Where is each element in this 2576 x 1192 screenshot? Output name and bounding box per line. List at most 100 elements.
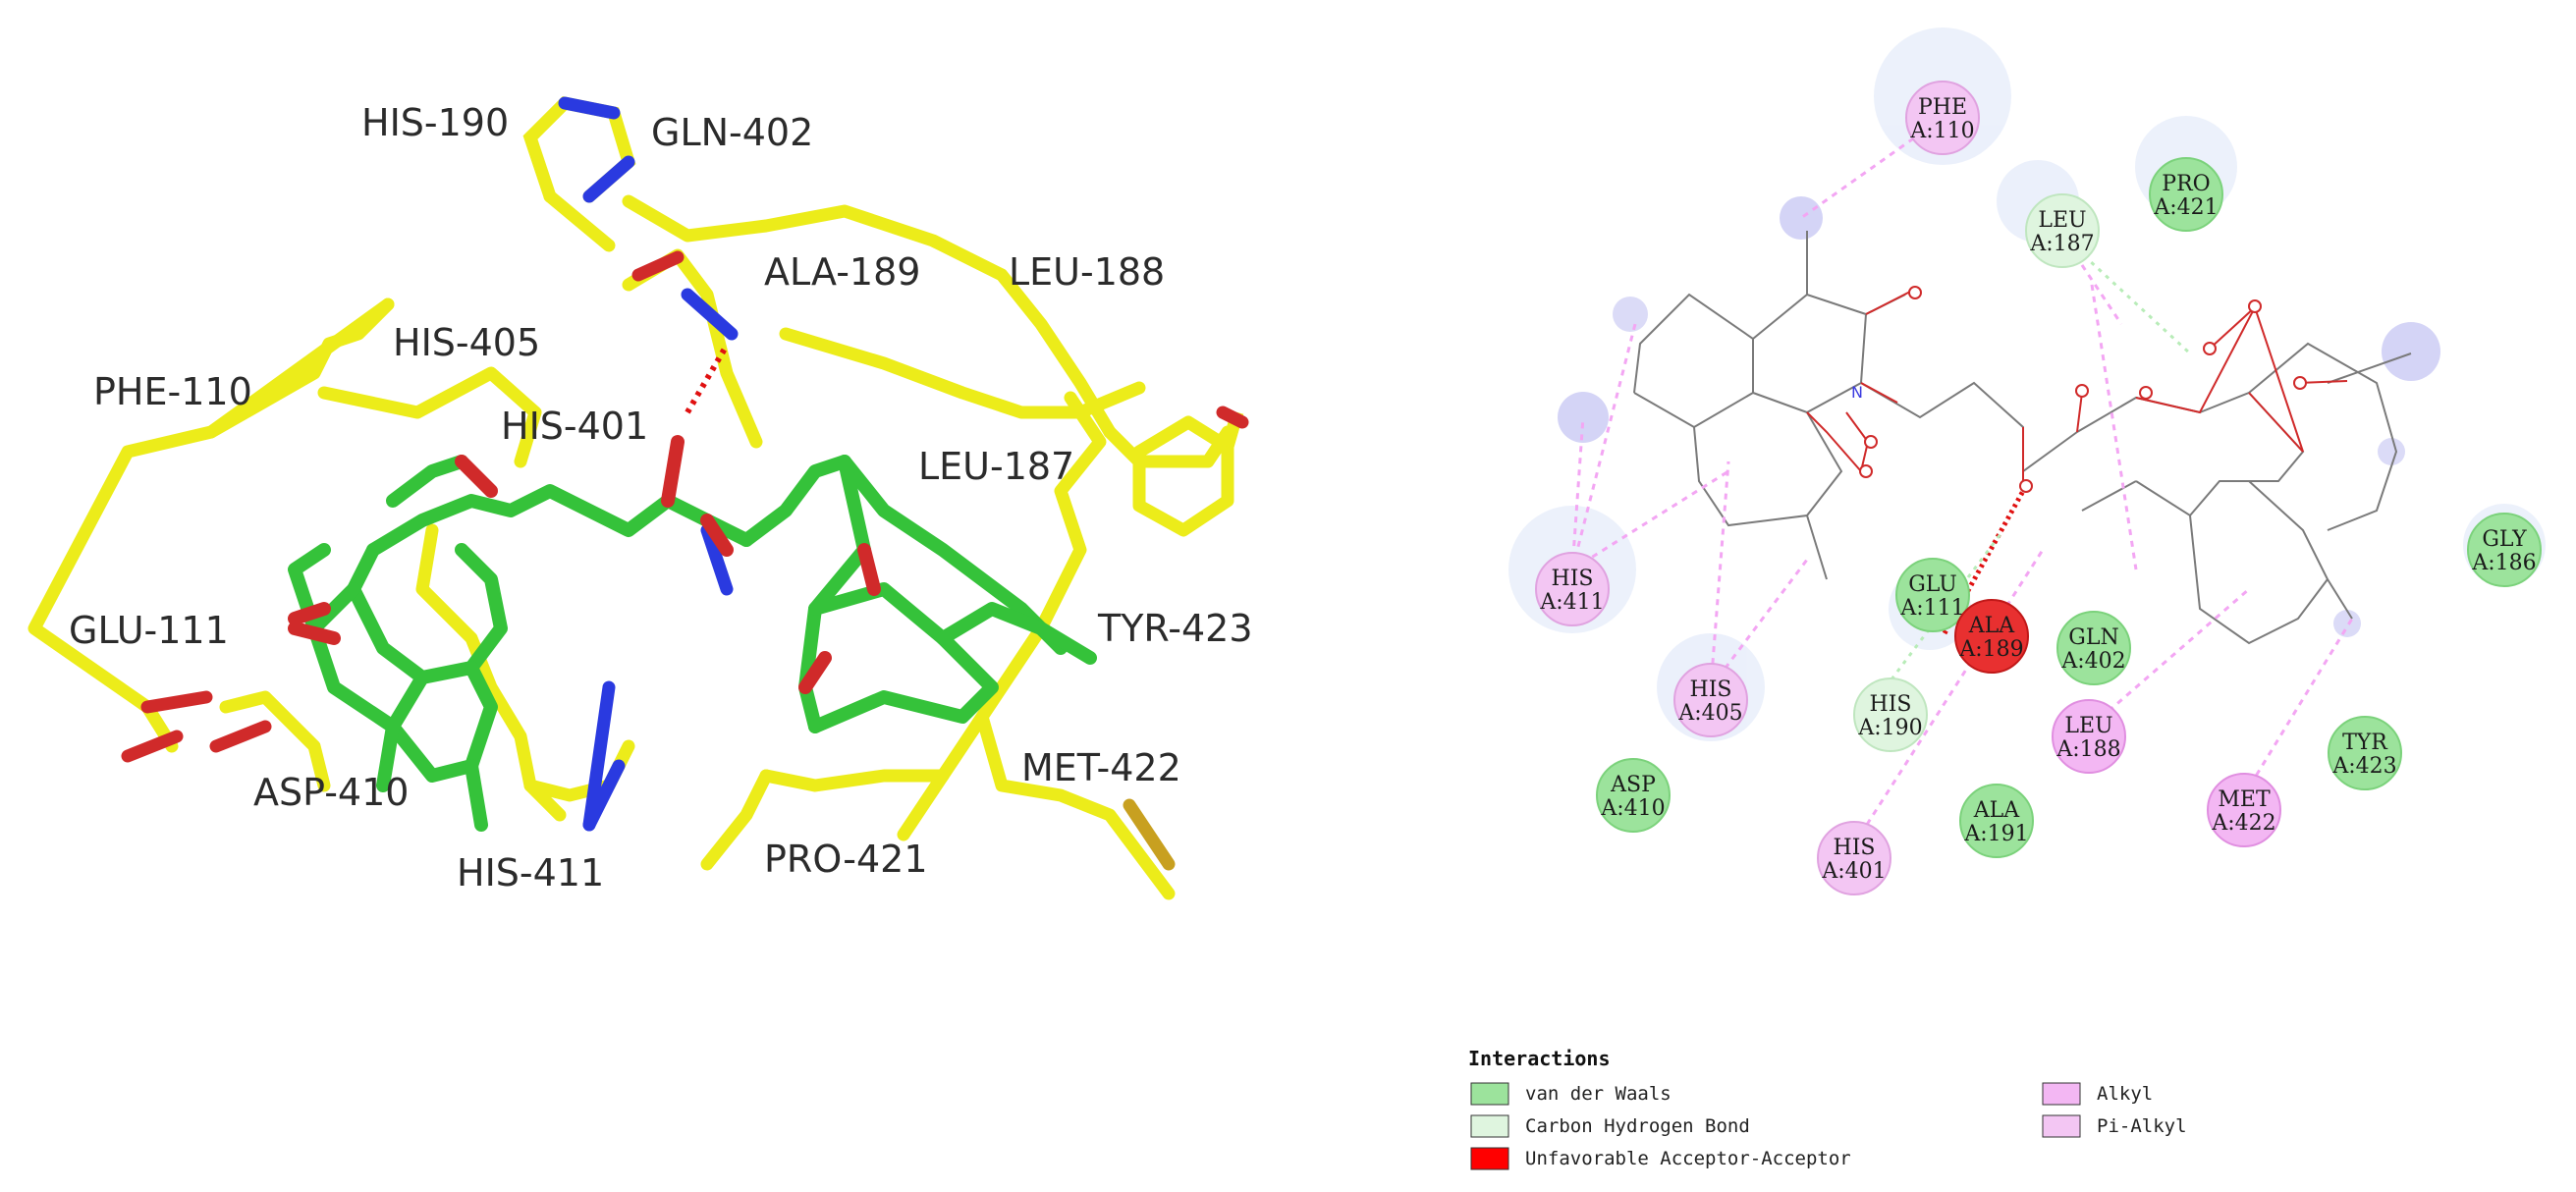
- legend-swatch-vdw: [1470, 1082, 1509, 1106]
- ligand-sticks: [288, 455, 1097, 832]
- residue-name: GLU: [1908, 572, 1957, 597]
- residue-id: A:405: [1677, 701, 1742, 726]
- label-phe-110: PHE-110: [93, 370, 252, 413]
- label-glu-111: GLU-111: [69, 609, 229, 652]
- label-his-411: HIS-411: [457, 851, 604, 894]
- residue-name: PRO: [2162, 172, 2210, 196]
- legend-label-alkyl: Alkyl: [2097, 1083, 2153, 1105]
- label-tyr-423: TYR-423: [1097, 607, 1253, 650]
- residue-id: A:401: [1821, 859, 1886, 884]
- label-his-190: HIS-190: [361, 101, 509, 144]
- legend-label-pi-alkyl: Pi-Alkyl: [2097, 1115, 2187, 1137]
- residue-discs: PHEA:110PROA:421LEUA:187GLYA:186HISA:411…: [1535, 81, 2542, 895]
- residue-id: A:191: [1963, 822, 2028, 846]
- residue-name: HIS: [1870, 692, 1912, 717]
- residue-disc: [1853, 677, 1928, 752]
- residue-name: MET: [2218, 787, 2271, 812]
- legend-title: Interactions: [1468, 1047, 1611, 1070]
- protein-sticks: [27, 194, 1234, 900]
- residue-disc: [1673, 663, 1748, 737]
- legend-label-unfavorable: Unfavorable Acceptor-Acceptor: [1525, 1148, 1851, 1169]
- residue-disc: [1895, 558, 1970, 632]
- label-leu-188: LEU-188: [1009, 250, 1165, 294]
- residue-disc: [1817, 821, 1891, 895]
- residue-disc: [2207, 773, 2281, 847]
- his190-ring: [522, 95, 636, 252]
- legend-swatch-unfavorable: [1470, 1147, 1509, 1170]
- legend: Interactions van der Waals Carbon Hydrog…: [1468, 1047, 2187, 1170]
- legend-swatch-ch-bond: [1470, 1114, 1509, 1138]
- residue-id: A:190: [1857, 716, 1922, 740]
- residue-id: A:421: [2153, 195, 2218, 220]
- residue-name: LEU: [2064, 714, 2112, 738]
- residue-disc: [1596, 758, 1671, 833]
- residue-disc: [1959, 784, 2034, 858]
- label-his-405: HIS-405: [393, 321, 540, 364]
- residue-id: A:423: [2331, 754, 2396, 779]
- residue-id: A:110: [1909, 119, 1974, 143]
- structure-3d-panel: HIS-190 GLN-402 ALA-189 LEU-188 HIS-405 …: [27, 95, 1253, 900]
- residue-id: A:189: [1958, 637, 2023, 662]
- residue-id: A:111: [1899, 596, 1964, 621]
- ligand-oxygens: [288, 435, 881, 694]
- blue-blobs: [1558, 196, 2440, 637]
- residue-disc: [1954, 599, 2029, 674]
- residue-id: A:411: [1539, 590, 1604, 615]
- residue-name: ASP: [1610, 773, 1656, 797]
- residue-name: TYR: [2342, 731, 2388, 755]
- residue-disc: [2056, 611, 2131, 685]
- label-leu-187: LEU-187: [918, 445, 1074, 488]
- residue-disc: [2052, 699, 2126, 774]
- label-asp-410: ASP-410: [253, 771, 409, 814]
- legend-label-vdw: van der Waals: [1525, 1083, 1672, 1105]
- residue-name: GLN: [2068, 625, 2118, 650]
- residue-id: A:188: [2055, 737, 2120, 762]
- residue-id: A:402: [2060, 649, 2125, 674]
- legend-label-ch-bond: Carbon Hydrogen Bond: [1525, 1115, 1750, 1137]
- label-met-422: MET-422: [1021, 746, 1181, 789]
- residue-disc: [2467, 513, 2542, 587]
- residue-disc: [2149, 157, 2223, 232]
- residue-name: LEU: [2038, 208, 2086, 233]
- residue-disc: [1905, 81, 1980, 155]
- residue-name: ALA: [1968, 614, 2015, 638]
- residue-name: GLY: [2482, 527, 2527, 552]
- contact-line: [685, 347, 728, 414]
- residue-disc: [2328, 716, 2402, 790]
- residue-name: HIS: [1552, 567, 1594, 591]
- legend-swatch-alkyl: [2042, 1082, 2081, 1106]
- heteroatom-sticks: [121, 250, 1249, 871]
- label-ala-189: ALA-189: [764, 250, 920, 294]
- residue-name: PHE: [1918, 95, 1967, 120]
- residue-id: A:187: [2029, 232, 2094, 256]
- residue-disc: [1535, 552, 1610, 626]
- residue-name: HIS: [1834, 836, 1876, 860]
- legend-swatch-pi-alkyl: [2042, 1114, 2081, 1138]
- residue-id: A:186: [2471, 551, 2536, 575]
- residue-id: A:422: [2211, 811, 2275, 836]
- residue-name: ALA: [1973, 798, 2020, 823]
- residue-disc: [2025, 193, 2100, 268]
- residue-id: A:410: [1600, 796, 1665, 821]
- nitrogen-symbol: N: [1851, 383, 1863, 402]
- label-pro-421: PRO-421: [764, 838, 928, 881]
- residue-name: HIS: [1690, 677, 1732, 702]
- label-his-401: HIS-401: [501, 405, 648, 448]
- label-gln-402: GLN-402: [651, 111, 813, 154]
